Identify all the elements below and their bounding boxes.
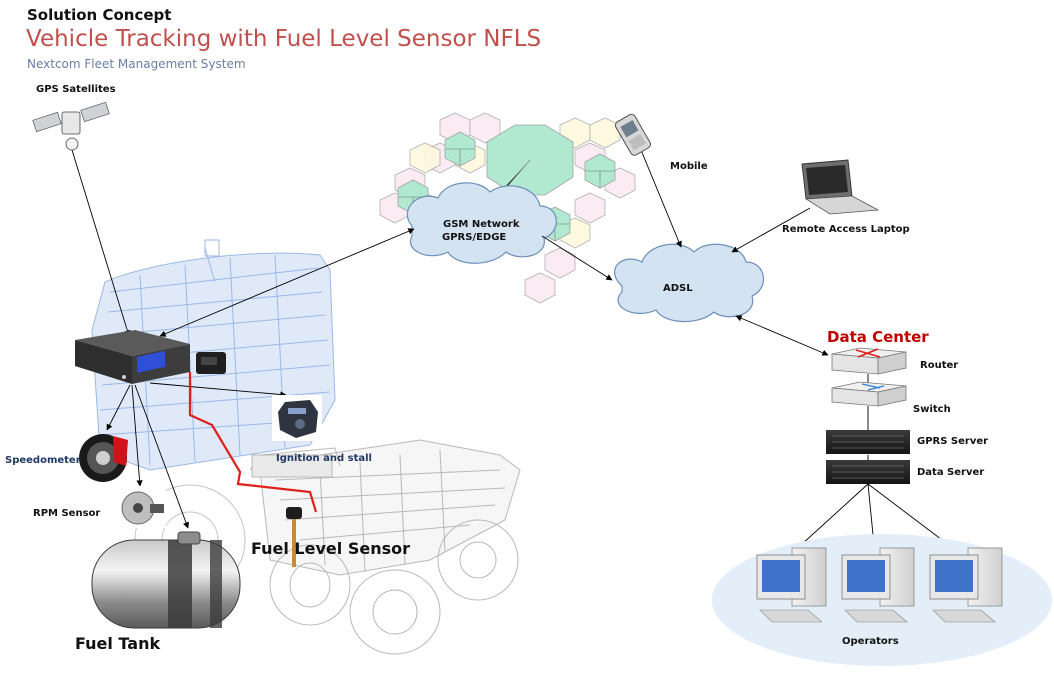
switch-label: Switch <box>913 404 951 415</box>
connector-gps-tracker <box>71 149 131 337</box>
gprs-server-icon <box>826 430 910 454</box>
connector-tracker-speedometer <box>106 384 131 431</box>
gps-satellite-icon <box>32 101 110 151</box>
laptop-icon <box>801 159 880 215</box>
operator-workstation-3 <box>929 547 1003 623</box>
header-kicker: Solution Concept <box>27 6 172 24</box>
router-label: Router <box>920 360 959 371</box>
operators-label: Operators <box>842 636 899 647</box>
data-server-icon <box>826 460 910 484</box>
fuel-sensor-wire <box>188 372 318 513</box>
gps-label: GPS Satellites <box>36 84 116 95</box>
gprs-label: GPRS/EDGE <box>442 232 507 243</box>
connector-gsm-adsl <box>541 235 613 281</box>
rpm-sensor-icon <box>118 486 166 528</box>
operator-workstation-2 <box>841 547 915 623</box>
tracker-unit <box>75 330 190 384</box>
speedometer-label: Speedometer <box>5 455 81 466</box>
fuel-probe-icon <box>286 507 302 567</box>
adsl-cloud <box>614 243 765 323</box>
connector-laptop-adsl <box>731 207 811 253</box>
ignition-label: Ignition and stall <box>276 453 372 464</box>
connector-tracker-rpm <box>131 384 143 487</box>
gsm-cloud <box>406 182 557 264</box>
connector-mobile-adsl <box>640 149 682 248</box>
mobile-label: Mobile <box>670 161 708 172</box>
connector-adsl-router <box>735 315 829 356</box>
connector-tracker-ignition <box>149 382 287 398</box>
connector-tracker-fueltank <box>134 384 189 529</box>
page-subtitle: Nextcom Fleet Management System <box>27 57 246 71</box>
laptop-label: Remote Access Laptop <box>782 224 910 235</box>
data-server-label: Data Server <box>917 467 985 478</box>
connectors <box>71 149 963 556</box>
brake-disc-icon <box>79 434 128 482</box>
gprs-server-label: GPRS Server <box>917 436 989 447</box>
fuel-level-label: Fuel Level Sensor <box>251 539 410 558</box>
switch-icon <box>831 381 907 407</box>
connector-tracker-gsm <box>159 228 415 337</box>
operator-workstation-1 <box>756 547 827 623</box>
engine-icon <box>272 395 322 441</box>
fuel-tank-label: Fuel Tank <box>75 634 161 653</box>
fuel-tank-icon <box>91 531 241 629</box>
router-icon <box>831 347 907 375</box>
page-title: Vehicle Tracking with Fuel Level Sensor … <box>26 26 542 52</box>
adsl-label: ADSL <box>663 283 693 294</box>
data-center-label: Data Center <box>827 328 929 346</box>
gsm-label: GSM Network <box>443 219 520 230</box>
display-module <box>196 352 226 374</box>
mobile-phone-icon <box>614 113 651 156</box>
rpm-label: RPM Sensor <box>33 508 101 519</box>
